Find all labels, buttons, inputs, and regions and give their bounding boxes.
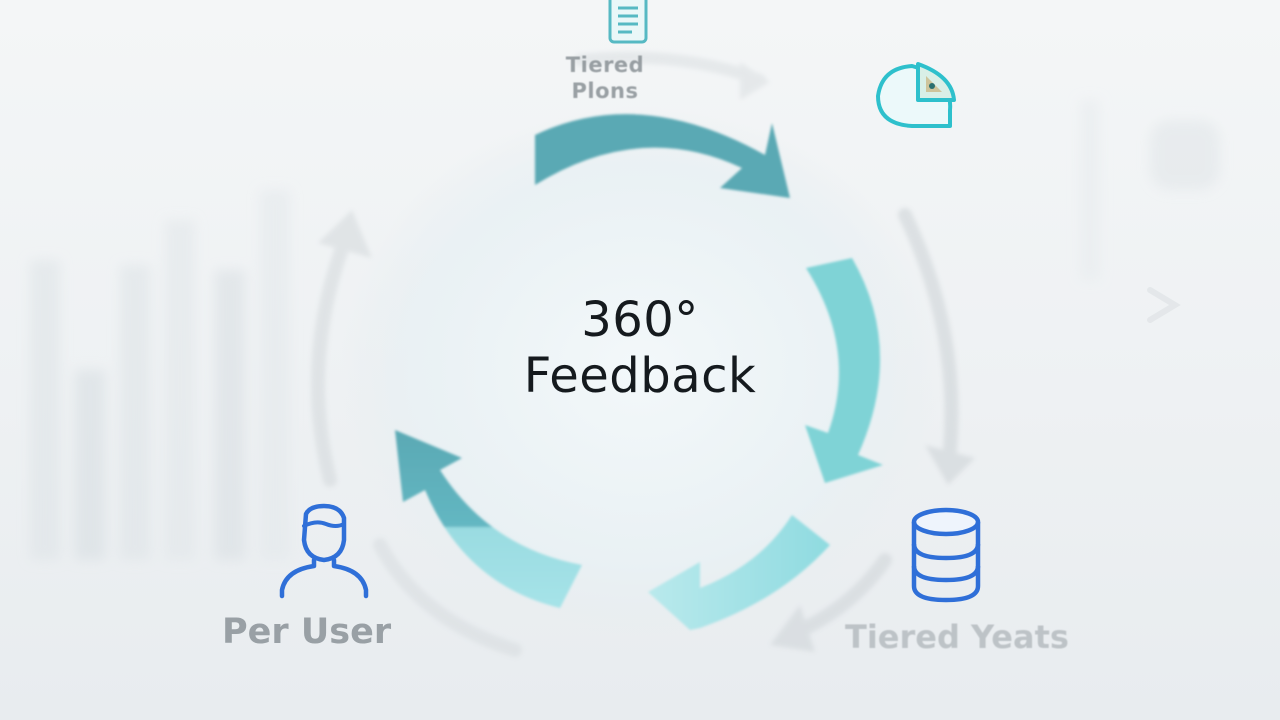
arrow-left bbox=[395, 430, 582, 608]
arrow-right bbox=[805, 258, 883, 483]
pie-chart-icon bbox=[876, 62, 956, 128]
outer-arrows bbox=[311, 51, 975, 657]
center-title-line1: 360° bbox=[581, 292, 699, 348]
database-icon bbox=[911, 507, 981, 603]
center-title: 360° Feedback bbox=[440, 292, 840, 404]
arrow-top bbox=[535, 114, 790, 198]
chevron-right-icon bbox=[1147, 287, 1181, 323]
center-title-line2: Feedback bbox=[523, 348, 757, 404]
arrow-bottom bbox=[648, 515, 830, 630]
label-per-user: Per User bbox=[222, 612, 392, 652]
document-icon bbox=[608, 0, 648, 44]
label-tiered-right: Tiered Yeats bbox=[845, 618, 1069, 656]
user-icon bbox=[279, 503, 369, 599]
label-top: Tiered Plons bbox=[565, 53, 645, 103]
